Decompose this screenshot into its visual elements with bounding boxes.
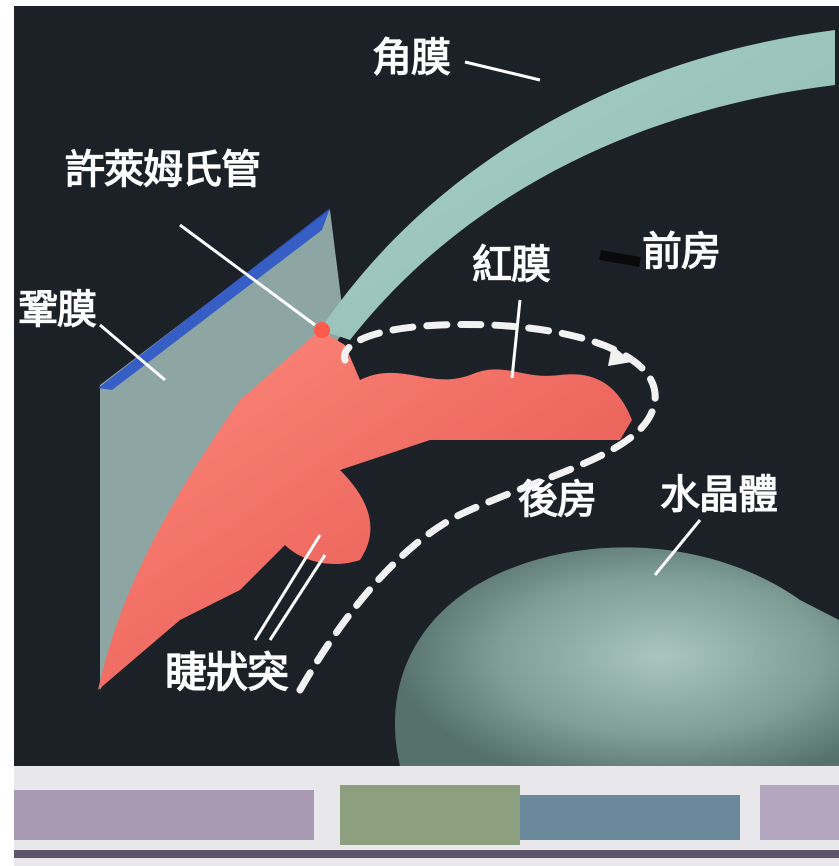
bottom-strip-block-2	[340, 785, 520, 845]
schlemm-canal-dot	[314, 322, 330, 338]
label-iris: 紅膜	[472, 245, 550, 285]
label-posterior-chamber: 後房	[518, 480, 596, 520]
label-lens: 水晶體	[660, 475, 777, 515]
leader-anterior	[600, 255, 640, 262]
bottom-strip-block-3	[520, 795, 740, 840]
label-sclera: 鞏膜	[18, 290, 96, 330]
label-ciliary-process: 睫狀突	[165, 652, 288, 694]
bottom-strip-line	[14, 850, 839, 858]
label-anterior-chamber: 前房	[642, 232, 720, 272]
bottom-strip-block-1	[14, 790, 314, 840]
label-cornea: 角膜	[372, 38, 450, 78]
bottom-strip-block-4	[760, 785, 839, 840]
label-schlemm-canal: 許萊姆氏管	[65, 150, 260, 190]
